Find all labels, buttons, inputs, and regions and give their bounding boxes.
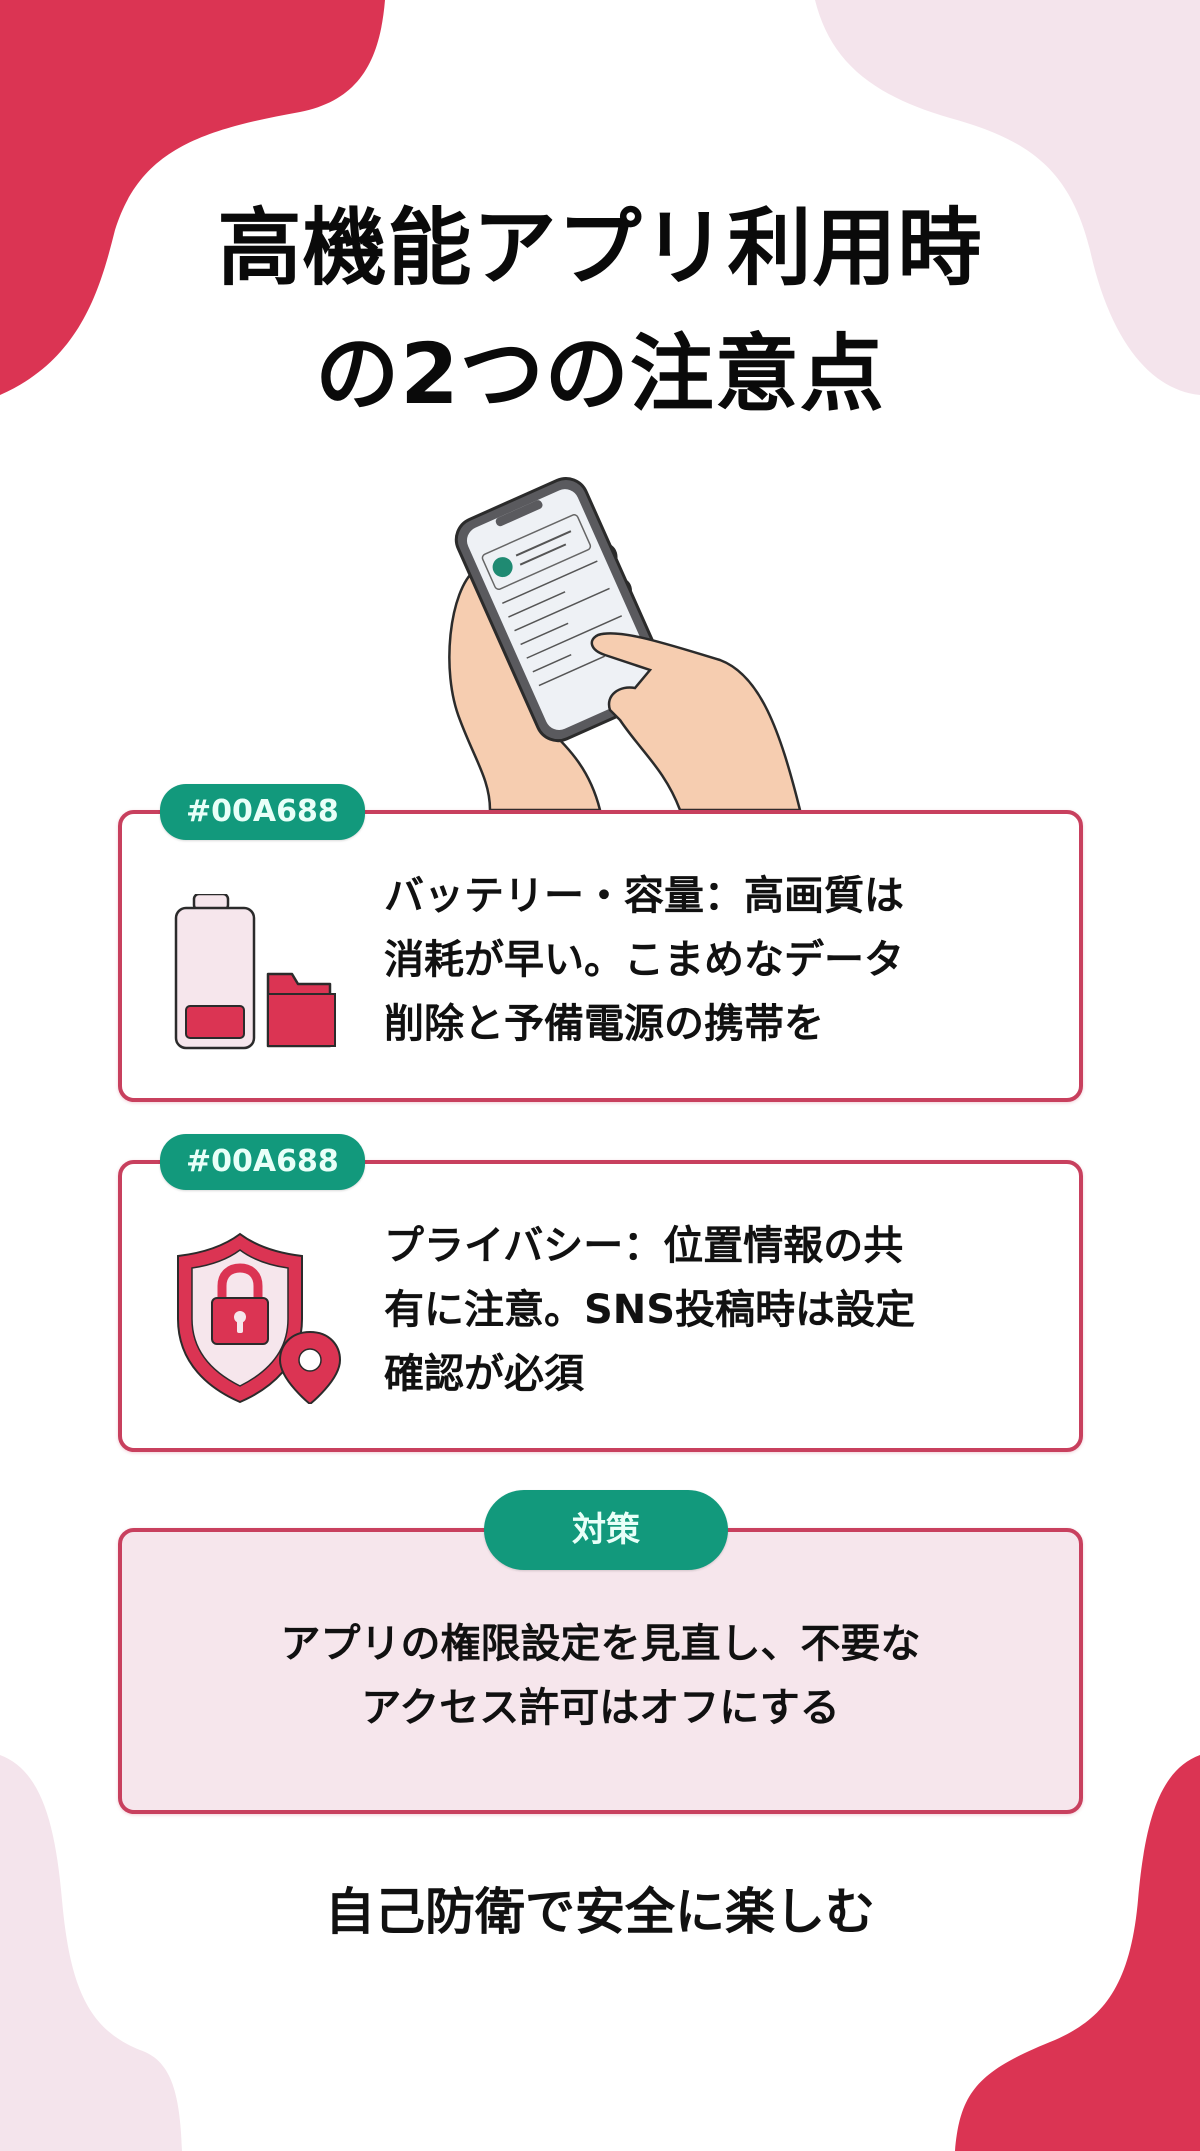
card-tag: #00A688 [160, 784, 365, 840]
title-line-2: の2つの注意点 [315, 325, 885, 423]
battery-storage-card: #00A688 バッテリー・容量：高画質は 消耗が早い。こまめなデータ 削除と予… [118, 784, 1083, 1102]
card-text-line: 消耗が早い。こまめなデータ [384, 937, 904, 983]
card-text-line: バッテリー・容量：高画質は [384, 873, 904, 919]
card-text-line: プライバシー：位置情報の共 [384, 1223, 904, 1269]
card-text-line: 確認が必須 [384, 1351, 584, 1397]
card-text-line: 削除と予備電源の携帯を [384, 1001, 824, 1047]
battery-and-folder-icon [170, 892, 350, 1058]
shield-lock-location-icon [170, 1224, 350, 1408]
footer-slogan: 自己防衛で安全に楽しむ [325, 1883, 875, 1941]
countermeasure-text-line: アクセス許可はオフにする [361, 1685, 840, 1731]
page-title: 高機能アプリ利用時 の2つの注意点 [0, 185, 1200, 437]
privacy-card: #00A688 プライバシー：位置情報の共 有に注意。SNS投稿時は設定 確認が… [118, 1134, 1083, 1452]
countermeasure-card: 対策 アプリの権限設定を見直し、不要な アクセス許可はオフにする [118, 1490, 1083, 1814]
countermeasure-tag: 対策 [484, 1490, 728, 1570]
bottom-left-pink-blob [0, 1750, 400, 2151]
countermeasure-text-line: アプリの権限設定を見直し、不要な [280, 1621, 921, 1667]
card-text: プライバシー：位置情報の共 有に注意。SNS投稿時は設定 確認が必須 [384, 1214, 1044, 1406]
card-text: バッテリー・容量：高画質は 消耗が早い。こまめなデータ 削除と予備電源の携帯を [384, 864, 1044, 1056]
title-line-1: 高機能アプリ利用時 [217, 199, 983, 297]
hands-smartphone-illustration [420, 470, 820, 812]
bottom-right-red-blob [800, 1750, 1200, 2151]
countermeasure-text: アプリの権限設定を見直し、不要な アクセス許可はオフにする [162, 1612, 1039, 1740]
top-right-pink-blob [800, 0, 1200, 400]
card-text-line: 有に注意。SNS投稿時は設定 [384, 1287, 916, 1333]
top-left-red-blob [0, 0, 400, 400]
card-tag: #00A688 [160, 1134, 365, 1190]
